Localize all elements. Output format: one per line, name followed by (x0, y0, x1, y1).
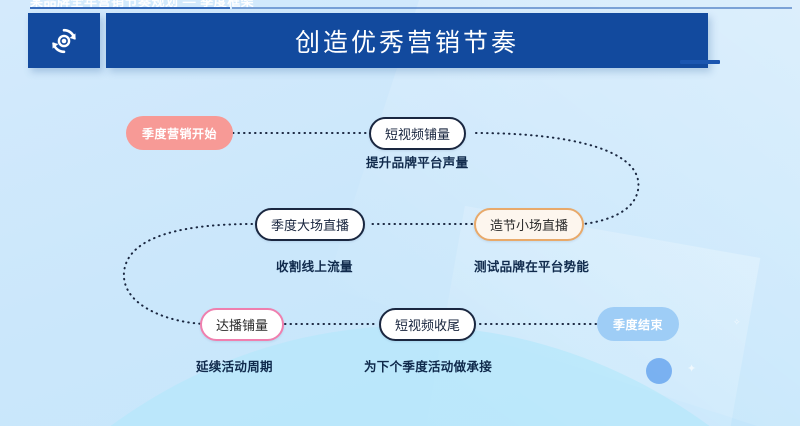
flow-node-short-video-volume[interactable]: 短视频铺量 (369, 117, 467, 150)
start-badge[interactable]: 季度营销开始 (126, 116, 234, 150)
title-bar: 创造优秀营销节奏 (106, 13, 708, 68)
flow-node-sublabel: 提升品牌平台声量 (366, 156, 469, 170)
flow-node-sublabel: 延续活动周期 (196, 360, 273, 374)
header-underline-accent (680, 60, 720, 64)
flow-node-festival-small-livestream[interactable]: 造节小场直播 (474, 208, 585, 241)
flow-node-sublabel: 为下个季度活动做承接 (364, 360, 493, 374)
flow-node-sublabel: 测试品牌在平台势能 (474, 260, 590, 274)
header: 创造优秀营销节奏 (28, 13, 708, 68)
end-badge[interactable]: 季度结束 (597, 307, 680, 341)
top-rule-right (232, 7, 792, 9)
flow-node-quarterly-big-livestream[interactable]: 季度大场直播 (255, 208, 366, 241)
page-title: 创造优秀营销节奏 (294, 28, 519, 57)
top-rule-left (30, 7, 230, 9)
flow-node-sublabel: 收割线上流量 (276, 260, 353, 274)
end-badge-label: 季度结束 (613, 317, 664, 332)
flow-node-label: 造节小场直播 (490, 218, 569, 233)
flow-node-label: 短视频铺量 (385, 127, 451, 142)
flow-node-label: 季度大场直播 (271, 218, 350, 233)
flow-node-talent-livestream-volume[interactable]: 达播铺量 (200, 308, 285, 341)
flow-node-label: 短视频收尾 (395, 318, 461, 333)
cutoff-top-text: 某品牌全年营销节奏规划 — 季度框架 (30, 0, 255, 9)
flow-node-label: 达播铺量 (216, 318, 269, 333)
start-badge-label: 季度营销开始 (142, 126, 218, 141)
cutoff-top-text-strip: 某品牌全年营销节奏规划 — 季度框架 (0, 0, 800, 9)
sync-circle-icon (52, 28, 76, 53)
logo-badge[interactable] (28, 13, 100, 68)
flow-node-short-video-wrapup[interactable]: 短视频收尾 (379, 308, 477, 341)
